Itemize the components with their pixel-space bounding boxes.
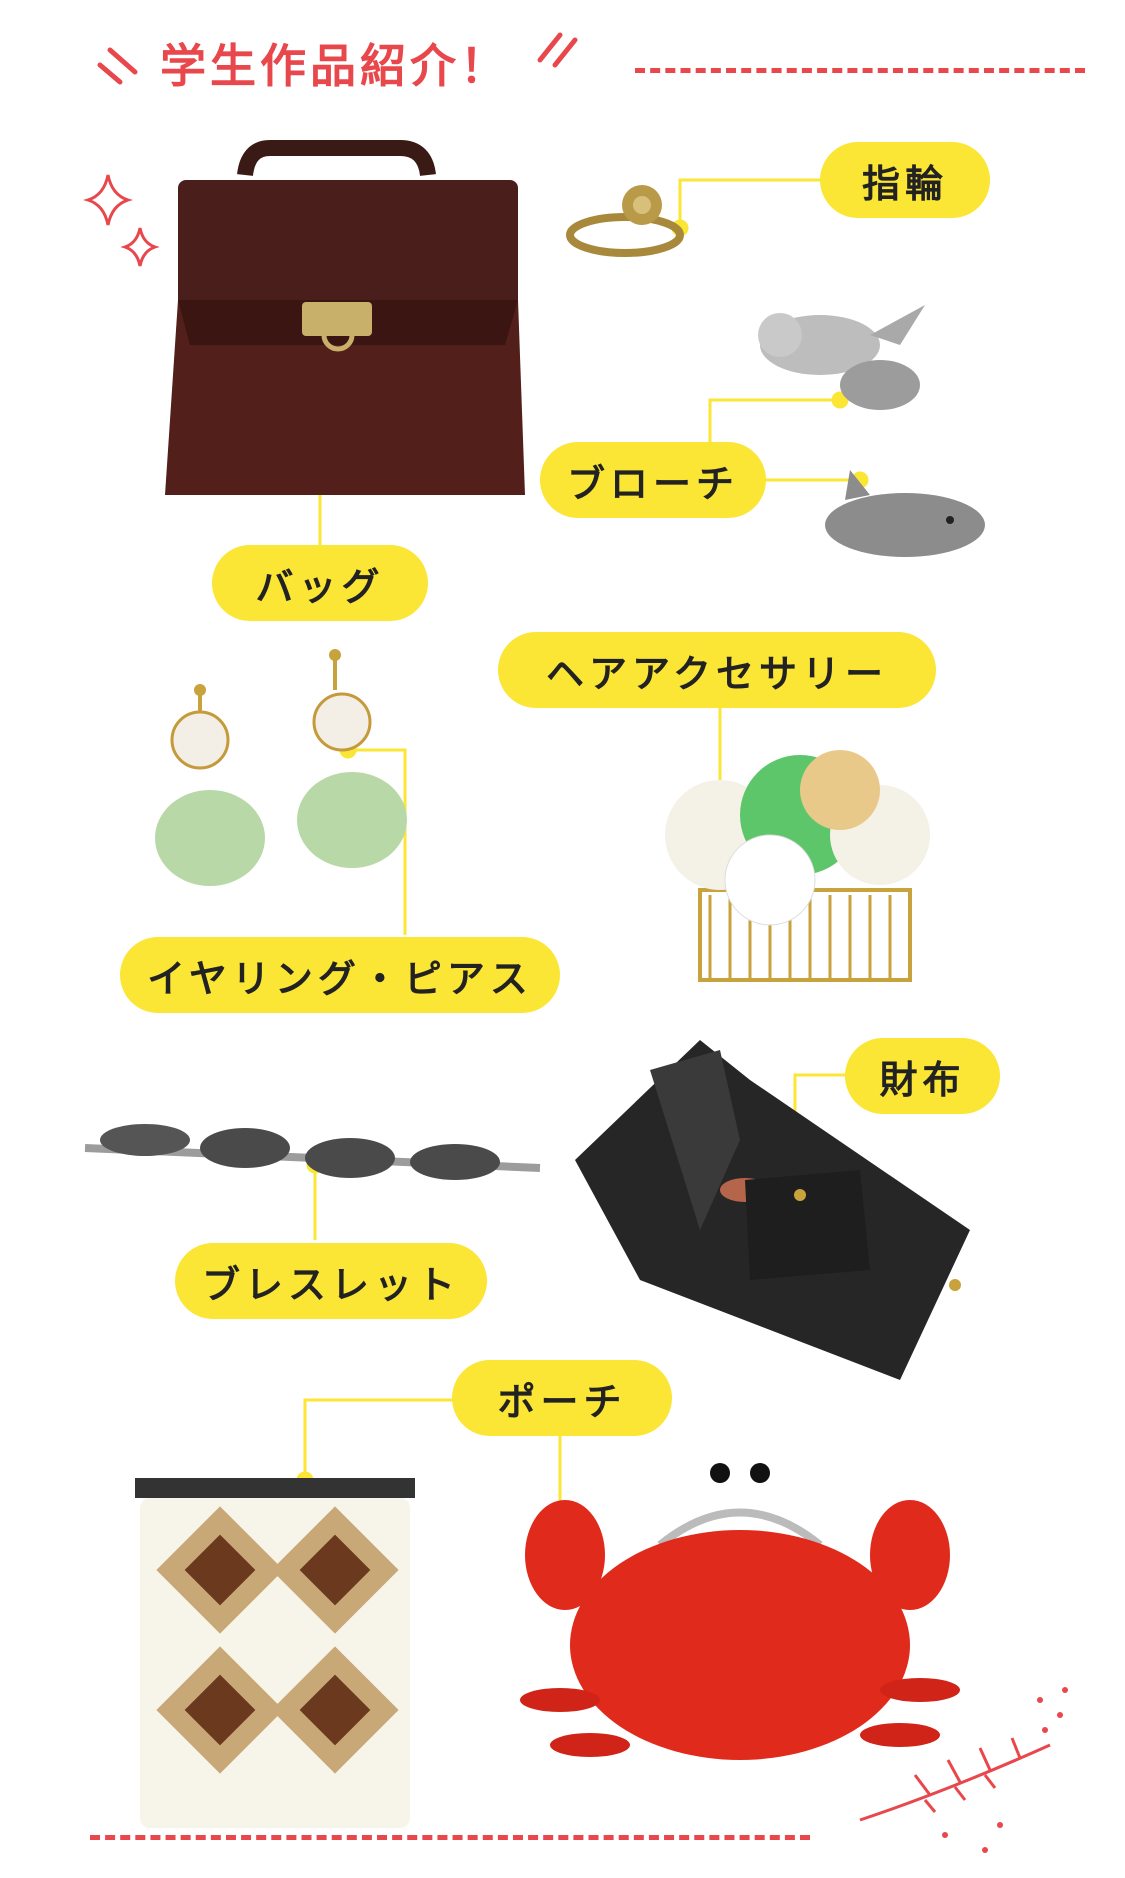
brooch-whale-image xyxy=(825,470,985,557)
heading-slash-right-icon xyxy=(537,32,578,68)
sparkle-icon xyxy=(82,174,134,226)
bag-image xyxy=(165,140,525,495)
label-bag: バッグ xyxy=(212,545,428,621)
hair-accessory-image xyxy=(665,750,930,982)
wallet-image xyxy=(575,1040,970,1380)
heading-slash-left-icon xyxy=(97,47,138,85)
brooch-bird-image xyxy=(758,305,925,410)
label-hair-accessory: ヘアアクセサリー xyxy=(498,632,936,708)
leaf-branch-icon xyxy=(859,1737,1051,1822)
crab-pouch-image xyxy=(520,1463,960,1760)
sparkle-icon xyxy=(120,227,160,267)
earrings-image xyxy=(155,649,407,886)
label-bracelet: ブレスレット xyxy=(175,1243,487,1319)
bracelet-image xyxy=(84,1124,541,1180)
page-title: 学生作品紹介！ xyxy=(160,39,510,93)
bottom-dashed-divider xyxy=(90,1835,810,1840)
label-earrings: イヤリング・ピアス xyxy=(120,937,560,1013)
label-ring: 指輪 xyxy=(820,142,990,218)
crochet-pouch-image xyxy=(135,1478,415,1828)
top-dashed-divider xyxy=(635,68,1085,73)
label-wallet: 財布 xyxy=(845,1038,1000,1114)
dots-decoration-icon xyxy=(942,1687,1068,1853)
ring-image xyxy=(566,185,684,257)
label-brooch: ブローチ xyxy=(540,442,766,518)
label-pouch: ポーチ xyxy=(452,1360,672,1436)
